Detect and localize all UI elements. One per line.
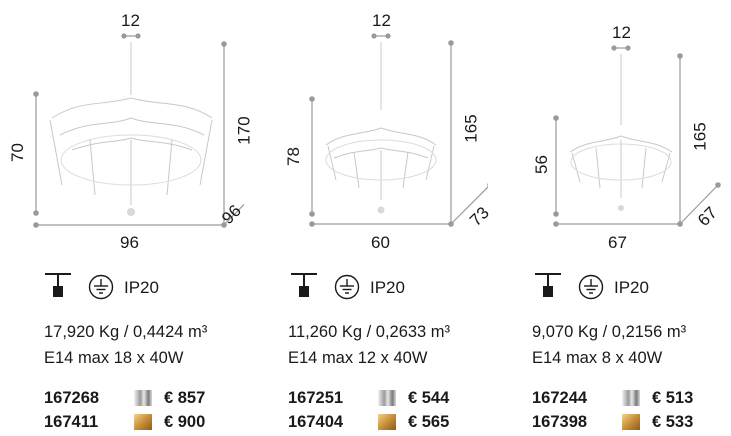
product-code: 167411	[44, 413, 99, 431]
height-dimension: 70	[7, 143, 27, 162]
dimension-drawing	[309, 33, 488, 227]
ground-symbol-icon	[88, 274, 114, 300]
product-panel-2: 12 78 165 60 73 IP20 11,260 Kg / 0,2633 …	[244, 0, 493, 436]
height-dimension: 78	[283, 147, 303, 166]
gold-finish-swatch	[378, 414, 396, 430]
product-panel-3: 12 56 165 67 67 IP20 9,070 Kg / 0,2156 m…	[488, 0, 731, 436]
weight-volume: 17,920 Kg / 0,4424 m³	[44, 323, 208, 341]
price: € 857	[164, 389, 206, 407]
ground-symbol-icon	[578, 274, 604, 300]
total-height-dimension: 165	[461, 114, 481, 143]
top-dimension: 12	[121, 11, 140, 30]
product-code: 167244	[532, 389, 588, 407]
chandelier-image	[569, 54, 673, 211]
width-dimension: 60	[371, 233, 390, 252]
product-icons: IP20	[44, 270, 244, 304]
product-code: 167398	[532, 413, 588, 431]
width-dimension: 67	[608, 233, 627, 252]
gold-finish-swatch	[134, 414, 152, 430]
gold-finish-swatch	[622, 414, 640, 430]
product-panel-1: 12 70 170 96 96 IP20 17,920 Kg / 0,4424 …	[0, 0, 254, 436]
product-code: 167268	[44, 389, 100, 407]
width-dimension: 96	[120, 233, 139, 252]
product-code: 167404	[288, 413, 344, 431]
ip-rating: IP20	[614, 278, 649, 297]
product-icons: IP20	[534, 270, 731, 304]
price: € 900	[164, 413, 206, 431]
price: € 544	[408, 389, 450, 407]
ceiling-mount-icon	[535, 273, 561, 297]
chrome-finish-swatch	[134, 390, 152, 406]
dimension-drawing	[33, 33, 244, 228]
bulb-spec: E14 max 8 x 40W	[532, 349, 663, 367]
ip-rating: IP20	[124, 278, 159, 297]
ceiling-mount-icon	[291, 273, 317, 297]
chrome-finish-swatch	[378, 390, 396, 406]
chandelier-image	[49, 42, 213, 216]
bulb-spec: E14 max 18 x 40W	[44, 349, 184, 367]
weight-volume: 9,070 Kg / 0,2156 m³	[532, 323, 687, 341]
price: € 513	[652, 389, 694, 407]
height-dimension: 56	[531, 155, 551, 174]
bulb-spec: E14 max 12 x 40W	[288, 349, 428, 367]
price: € 533	[652, 413, 694, 431]
ip-rating: IP20	[370, 278, 405, 297]
ground-symbol-icon	[334, 274, 360, 300]
price: € 565	[408, 413, 450, 431]
weight-volume: 11,260 Kg / 0,2633 m³	[288, 323, 451, 341]
product-code: 167251	[288, 389, 344, 407]
total-height-dimension: 165	[690, 122, 710, 151]
top-dimension: 12	[372, 11, 391, 30]
product-icons: IP20	[290, 270, 490, 304]
dimension-drawing	[553, 45, 721, 227]
chandelier-image	[325, 42, 437, 214]
chrome-finish-swatch	[622, 390, 640, 406]
top-dimension: 12	[612, 23, 631, 42]
ceiling-mount-icon	[45, 273, 71, 297]
